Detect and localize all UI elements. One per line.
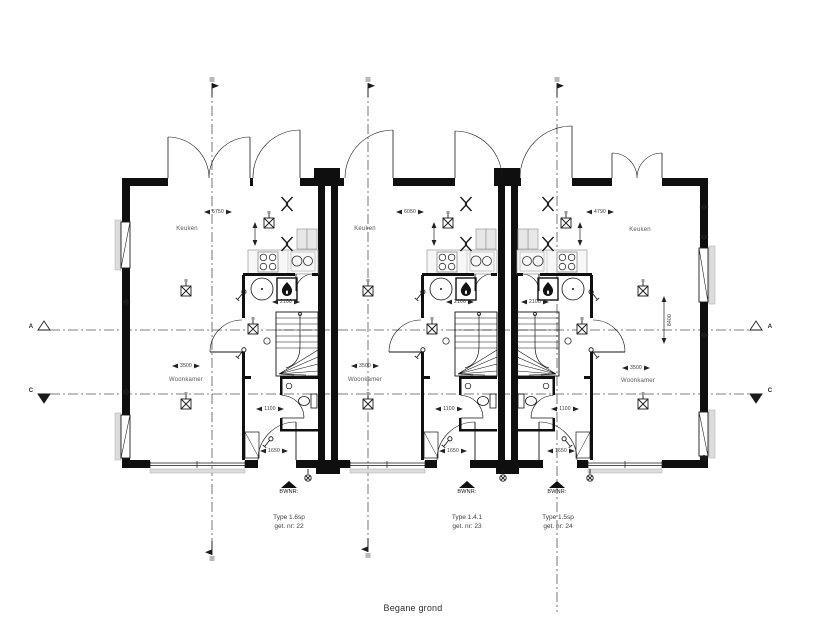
center-lines [50, 88, 755, 612]
room-label-living-1: Woonkamer [168, 377, 204, 383]
outlet-icon [180, 391, 192, 410]
ceiling-light-icon [459, 196, 473, 212]
outlet-icon [637, 278, 649, 297]
section-letter-c-left: C [28, 388, 34, 394]
unit2-core [389, 229, 497, 460]
unit2-type-label: Type 1.4.1 [451, 514, 483, 521]
bwnr-triangles [281, 481, 565, 488]
unit1-type-block: Type 1.6sp get. nr: 22 [273, 514, 305, 531]
section-a-marker-left [37, 320, 51, 331]
room-label-kitchen-3: Keuken [629, 227, 651, 233]
ceiling-light-icon [541, 236, 555, 252]
party-walls [318, 186, 518, 460]
grid-marker-icon [360, 537, 371, 559]
dimension-arrows [172, 209, 667, 454]
unit3-core [517, 229, 625, 460]
windows [114, 219, 716, 474]
dim-hall-width-3: 1650 [555, 448, 567, 454]
dim-kitchen-width-3: 4790 [594, 209, 606, 215]
outlet-icon [180, 278, 192, 297]
unit1-plot-label: get. nr: 22 [274, 522, 304, 530]
outlet-icon [362, 391, 374, 410]
bwnr-label-2: BWNR: [457, 489, 477, 495]
section-letter-a-right: A [767, 324, 773, 330]
dim-living-width-3: 3500 [630, 365, 642, 371]
section-letter-c-right: C [767, 388, 773, 394]
party-wall-block [314, 168, 340, 186]
ceiling-light-icon [280, 236, 294, 252]
outlet-icon [560, 210, 572, 229]
facade-door-swings [167, 125, 663, 179]
grid-marker-icon [204, 540, 215, 562]
ceiling-light-icon [459, 236, 473, 252]
unit1-type-label: Type 1.6sp [273, 514, 305, 521]
outlet-icon [637, 391, 649, 410]
unit1-core [210, 229, 318, 460]
exterior-walls [122, 168, 708, 474]
dim-core-width-3: 2100 [529, 299, 541, 305]
outlet-icon [362, 278, 374, 297]
unit2-plot-label: get. nr: 23 [452, 522, 482, 530]
dim-hall-width-1: 1650 [268, 448, 280, 454]
bwnr-label-3: BWNR: [547, 489, 567, 495]
section-a-marker-right [749, 320, 763, 331]
dim-kitchen-width-1: 6750 [212, 209, 224, 215]
electrical-symbols [180, 196, 649, 482]
bwnr-label-1: BWNR: [279, 489, 299, 495]
drawing-title: Begane grond [383, 603, 443, 613]
unit3-type-label: Type 1.5sp [542, 514, 574, 521]
dim-wc-width-3: 1100 [559, 406, 571, 412]
dim-depth: 8400 [667, 314, 673, 326]
room-label-living-2: Woonkamer [347, 377, 383, 383]
dim-wc-width-2: 1100 [443, 406, 455, 412]
section-markers [37, 76, 763, 562]
unit2-type-block: Type 1.4.1 get. nr: 23 [452, 514, 482, 531]
unit3-type-block: Type 1.5sp get. nr: 24 [542, 514, 574, 531]
ceiling-light-icon [280, 196, 294, 212]
dim-living-width-1: 3500 [180, 363, 192, 369]
room-label-kitchen-2: Keuken [354, 226, 376, 232]
grid-marker-icon [209, 76, 220, 98]
dim-kitchen-width-2: 6050 [404, 209, 416, 215]
room-label-kitchen-1: Keuken [176, 226, 198, 232]
dim-core-width-2: 2100 [454, 299, 466, 305]
room-label-living-3: Woonkamer [620, 378, 656, 384]
dim-wc-width-1: 1100 [264, 406, 276, 412]
section-c-marker-left [37, 393, 51, 404]
dim-core-width-1: 2100 [280, 299, 292, 305]
grid-marker-icon [365, 76, 376, 98]
outlet-icon [442, 210, 454, 229]
grid-marker-icon [554, 76, 565, 98]
section-c-marker-right [749, 393, 763, 404]
unit3-plot-label: get. nr: 24 [543, 522, 573, 530]
section-letter-a-left: A [28, 324, 34, 330]
party-wall-block [494, 168, 520, 186]
outlet-icon [263, 210, 275, 229]
outdoor-light-icon [304, 468, 312, 482]
wall-tie-marks [121, 204, 709, 461]
ceiling-light-icon [541, 196, 555, 212]
dim-living-width-2: 3500 [359, 363, 371, 369]
dim-hall-width-2: 1650 [447, 448, 459, 454]
